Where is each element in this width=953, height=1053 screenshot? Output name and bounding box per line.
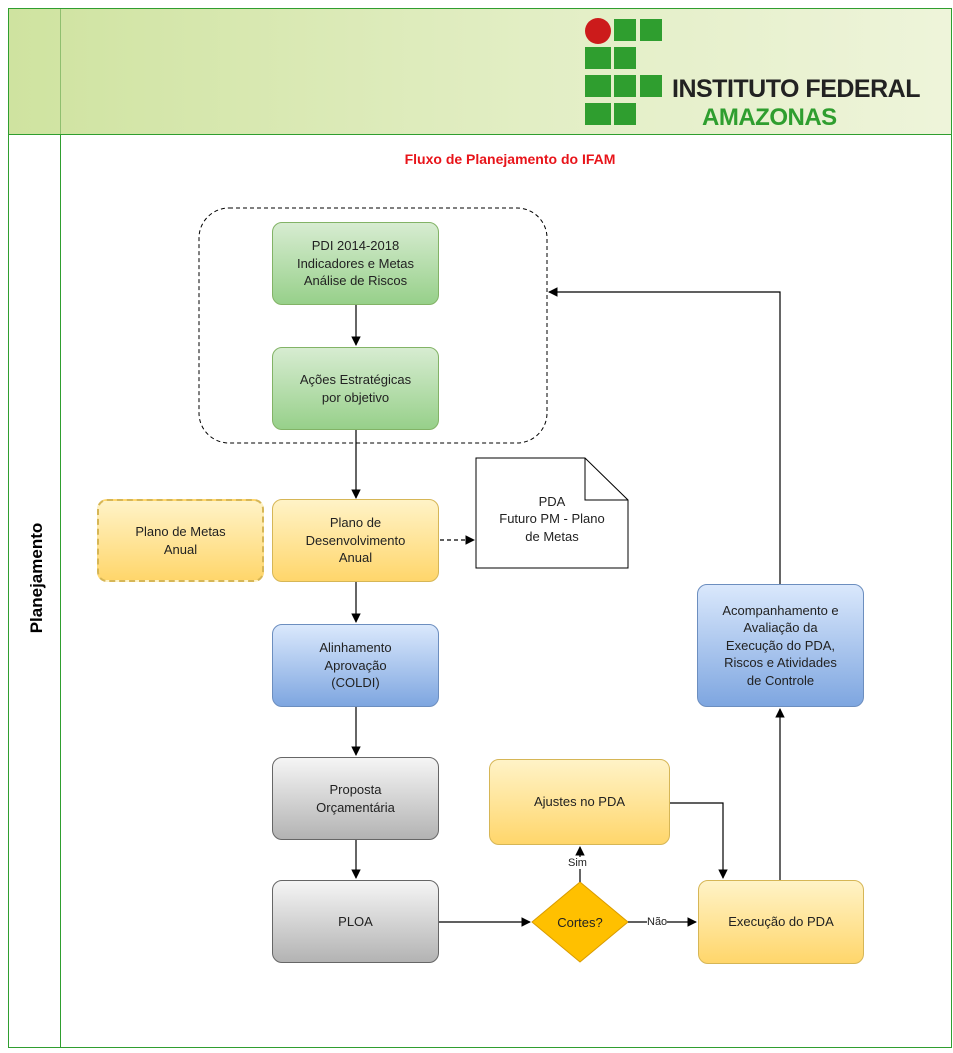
node-cortes-label[interactable]: Cortes? bbox=[557, 914, 603, 930]
node-pdi[interactable]: PDI 2014-2018 Indicadores e Metas Anális… bbox=[272, 222, 439, 305]
cortes-decision-diamond bbox=[531, 881, 629, 963]
node-acoes-estrategicas[interactable]: Ações Estratégicas por objetivo bbox=[272, 347, 439, 430]
diagram-title: Fluxo de Planejamento do IFAM bbox=[404, 151, 616, 167]
node-alinhamento[interactable]: Alinhamento Aprovação (COLDI) bbox=[272, 624, 439, 707]
strategic-group-dashed bbox=[198, 207, 548, 444]
node-execucao-pda[interactable]: Execução do PDA bbox=[698, 880, 864, 964]
logo-text-line2: AMAZONAS bbox=[702, 104, 837, 131]
node-plano-desenvolvimento-anual[interactable]: Plano de Desenvolvimento Anual bbox=[272, 499, 439, 582]
node-ajustes-pda[interactable]: Ajustes no PDA bbox=[489, 759, 670, 845]
logo-text-line1: INSTITUTO FEDERAL bbox=[672, 75, 920, 103]
pda-document-shape bbox=[475, 457, 629, 569]
pool-frame bbox=[8, 8, 952, 1048]
lane-header-divider bbox=[60, 9, 61, 134]
pda-document-fold bbox=[584, 458, 628, 501]
edge-label-nao: Não bbox=[647, 916, 668, 928]
node-ploa[interactable]: PLOA bbox=[272, 880, 439, 963]
lane-divider bbox=[60, 134, 61, 1048]
edge-label-sim: Sim bbox=[568, 857, 587, 869]
node-proposta-orcamentaria[interactable]: Proposta Orçamentária bbox=[272, 757, 439, 840]
edge-acompanhamento-group bbox=[548, 287, 781, 584]
header-band bbox=[9, 9, 952, 135]
node-plano-metas-anual[interactable]: Plano de Metas Anual bbox=[97, 499, 264, 582]
edge-ajustes-execucao bbox=[670, 802, 728, 879]
ifam-logo-icon bbox=[585, 18, 662, 125]
node-pda-document[interactable]: PDA Futuro PM - Plano de Metas bbox=[499, 493, 605, 544]
node-acompanhamento[interactable]: Acompanhamento e Avaliação da Execução d… bbox=[697, 584, 864, 707]
